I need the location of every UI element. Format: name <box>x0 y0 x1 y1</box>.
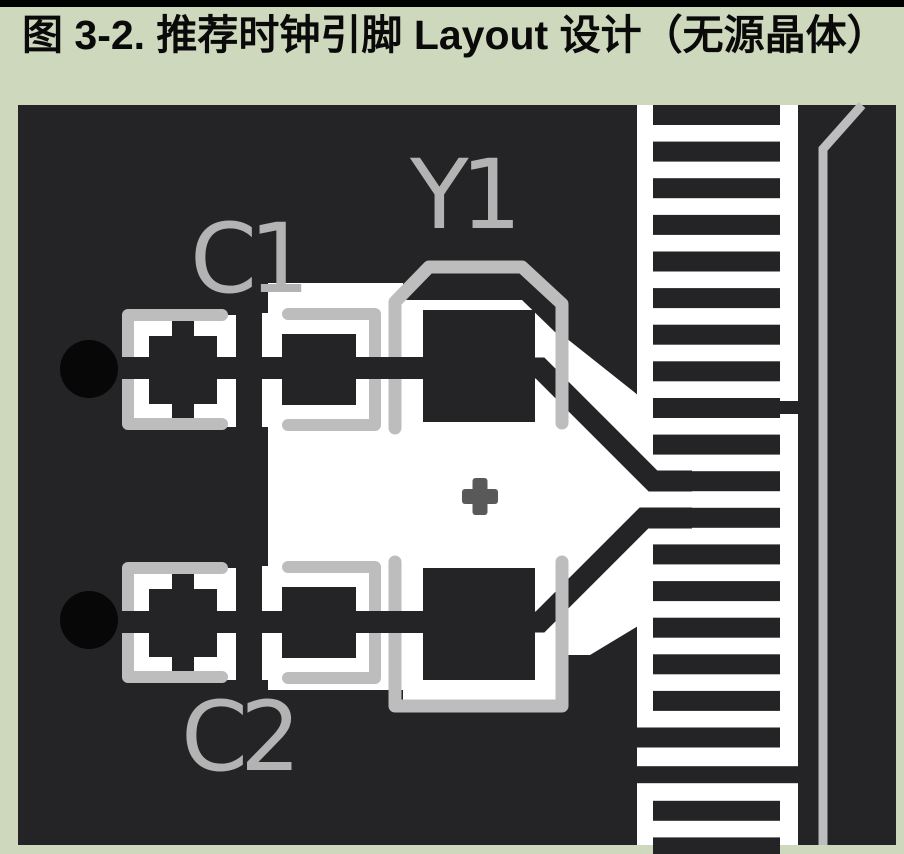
pin-bar <box>653 434 780 455</box>
mcu-silkscreen-outline <box>818 102 866 845</box>
via-bottom <box>60 591 118 649</box>
pin-extension-right <box>780 401 806 414</box>
pin-bar <box>653 251 780 272</box>
center-mark <box>462 478 498 515</box>
pin-bar <box>637 766 807 784</box>
crystal-footprint <box>388 260 569 713</box>
pin-bar <box>653 398 780 418</box>
via-top <box>60 340 118 398</box>
cap2-trace <box>80 611 425 633</box>
pin-bar <box>653 214 780 235</box>
mcu-pin-row <box>598 105 807 854</box>
center-mark-vertical <box>472 478 488 515</box>
pin-bar <box>653 544 780 565</box>
label-c2: C2 <box>181 681 293 793</box>
crystal-silkscreen-top <box>388 260 569 435</box>
pin-bar <box>653 617 780 638</box>
pin-array <box>598 105 807 854</box>
pour-middle-band <box>268 424 560 563</box>
crystal-pad-bottom <box>423 568 535 680</box>
pin-bar <box>598 727 780 748</box>
pin-bar <box>653 105 780 125</box>
pin-bar <box>653 141 780 162</box>
pin-bar <box>653 324 780 345</box>
figure-title: 图 3-2. 推荐时钟引脚 Layout 设计（无源晶体） <box>22 12 888 58</box>
pin-bar <box>653 288 780 309</box>
cap1-trace <box>80 357 425 379</box>
pin-bar <box>653 800 780 821</box>
label-c1: C1 <box>190 203 302 315</box>
pin-bar <box>653 654 780 675</box>
pin-bar <box>653 690 780 711</box>
top-border <box>0 0 904 7</box>
pin-bar <box>653 581 780 602</box>
pin-bar <box>653 837 780 854</box>
label-y1: Y1 <box>409 139 514 251</box>
pin-bar <box>653 361 780 382</box>
crystal-silkscreen-bottom <box>388 555 569 713</box>
pin-bar <box>653 178 780 199</box>
crystal-pad-top <box>423 310 535 422</box>
